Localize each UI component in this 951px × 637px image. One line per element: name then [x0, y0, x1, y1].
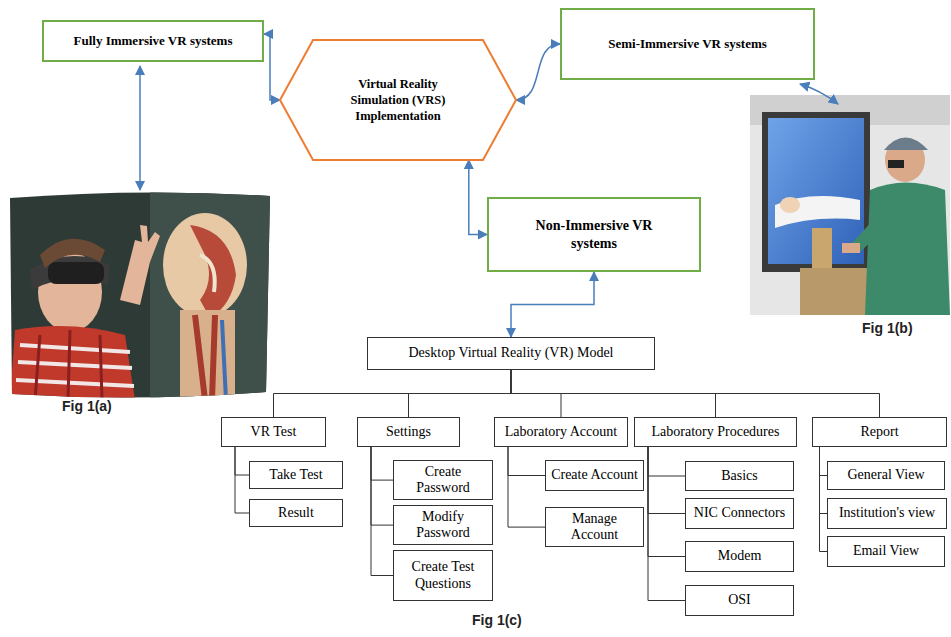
tree-line [648, 447, 685, 514]
function-box: Create Password [393, 460, 493, 500]
tree-line [409, 370, 512, 417]
module-box: Laboratory Procedures [634, 417, 797, 447]
node-text: Modify Password [398, 509, 488, 541]
double-arrow [516, 44, 560, 100]
tree-line [235, 447, 249, 475]
tree-line [235, 447, 249, 513]
photo-arrow [139, 66, 141, 190]
tree-line [648, 447, 685, 601]
tree-line [511, 370, 880, 417]
node-text: Email View [853, 543, 919, 559]
node-text: Result [278, 505, 314, 521]
figure-label: Fig 1(a) [62, 398, 112, 414]
semi-immersive-photo [750, 95, 950, 315]
module-box: Laboratory Account [494, 417, 628, 447]
module-box: VR Test [221, 417, 326, 447]
node-text: Laboratory Account [505, 424, 617, 440]
tree-line [820, 447, 828, 552]
tree-line [648, 447, 685, 476]
function-box: Institution's view [827, 498, 947, 529]
function-box: OSI [685, 585, 794, 616]
hexagon-node: Virtual Reality Simulation (VRS) Impleme… [280, 40, 516, 160]
photo-arrow [800, 84, 838, 104]
function-box: Manage Account [545, 507, 644, 547]
system-box: Fully Immersive VR systems [42, 20, 264, 62]
figure-label: Fig 1(c) [472, 612, 522, 628]
module-box: Settings [357, 417, 460, 447]
tree-line [820, 447, 828, 514]
function-box: Result [249, 499, 343, 527]
node-text: NIC Connectors [694, 505, 785, 521]
node-text: Create Account [551, 467, 638, 483]
model-box: Desktop Virtual Reality (VR) Model [367, 337, 655, 370]
tree-line [371, 447, 393, 525]
node-text: Semi-Immersive VR systems [608, 36, 767, 52]
node-text: Take Test [269, 467, 322, 483]
tree-line [820, 447, 828, 476]
tree-line [508, 447, 545, 527]
double-arrow [264, 34, 280, 100]
function-box: Create Test Questions [393, 550, 493, 601]
node-text: Institution's view [839, 505, 935, 521]
tree-line [371, 447, 393, 480]
node-text: General View [847, 467, 924, 483]
node-text: Create Test Questions [398, 559, 488, 591]
node-text: Modem [718, 548, 762, 564]
double-arrow [469, 160, 487, 235]
node-text: Desktop Virtual Reality (VR) Model [409, 345, 614, 361]
node-text: Manage Account [550, 511, 639, 543]
node-text: Basics [721, 468, 758, 484]
function-box: Basics [685, 461, 794, 491]
figure-label: Fig 1(b) [862, 320, 913, 336]
node-text: Non-Immersive VR systems [523, 217, 665, 252]
function-box: Modem [685, 541, 794, 572]
vr-headset-photo [8, 185, 273, 400]
node-text: Create Password [398, 464, 488, 496]
function-box: Modify Password [393, 505, 493, 545]
function-box: General View [827, 461, 945, 490]
function-box: NIC Connectors [685, 498, 794, 529]
node-text: Fully Immersive VR systems [74, 33, 233, 49]
tree-line [648, 447, 685, 557]
module-box: Report [812, 417, 947, 447]
node-text: Settings [386, 424, 431, 440]
function-box: Email View [827, 536, 945, 567]
double-arrow [511, 272, 594, 337]
node-text: OSI [728, 592, 751, 608]
node-text: Report [860, 424, 898, 440]
tree-line [274, 370, 512, 417]
function-box: Create Account [545, 460, 644, 491]
function-box: Take Test [249, 461, 343, 489]
node-text: VR Test [251, 424, 297, 440]
node-text: Laboratory Procedures [652, 424, 780, 440]
tree-line [371, 447, 393, 576]
system-box: Non-Immersive VR systems [487, 197, 701, 272]
system-box: Semi-Immersive VR systems [560, 8, 815, 80]
node-text: Virtual Reality Simulation (VRS) Impleme… [330, 76, 466, 125]
tree-line [508, 447, 545, 476]
